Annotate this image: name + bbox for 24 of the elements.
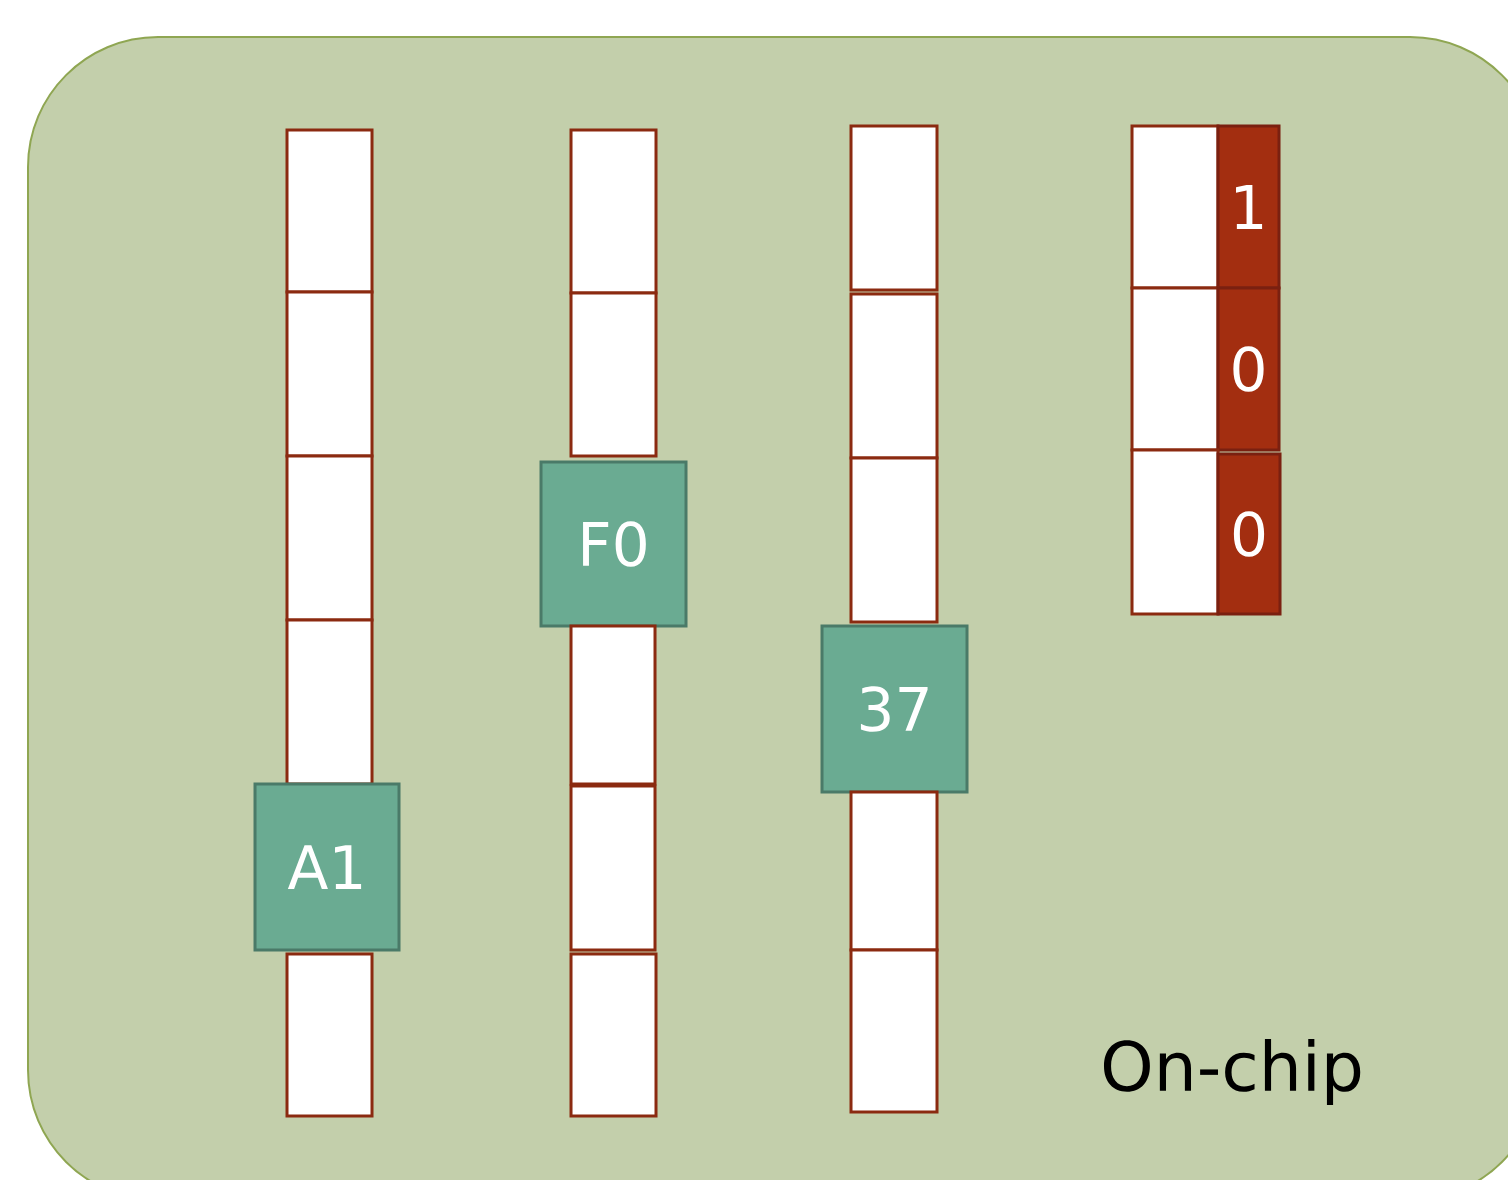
memory-cell — [849, 790, 939, 952]
value-box: F0 — [539, 460, 688, 628]
memory-cell — [285, 290, 374, 458]
memory-cell — [285, 618, 374, 786]
value-box: A1 — [253, 782, 401, 952]
bit-cell: 0 — [1216, 286, 1281, 452]
memory-cell — [285, 952, 374, 1118]
memory-cell — [285, 128, 374, 294]
memory-cell — [849, 948, 939, 1114]
memory-cell — [1130, 286, 1220, 452]
bit-cell: 0 — [1216, 452, 1282, 616]
bit-cell: 1 — [1216, 124, 1281, 290]
value-box: 37 — [820, 624, 969, 794]
memory-cell — [849, 456, 939, 624]
memory-cell — [849, 292, 939, 460]
memory-cell — [569, 784, 657, 952]
memory-cell — [569, 128, 658, 295]
memory-cell — [849, 124, 939, 292]
memory-cell — [285, 454, 374, 622]
memory-cell — [569, 624, 657, 786]
memory-cell — [569, 291, 658, 458]
memory-cell — [569, 952, 658, 1118]
memory-cell — [1130, 448, 1220, 616]
memory-cell — [1130, 124, 1220, 290]
